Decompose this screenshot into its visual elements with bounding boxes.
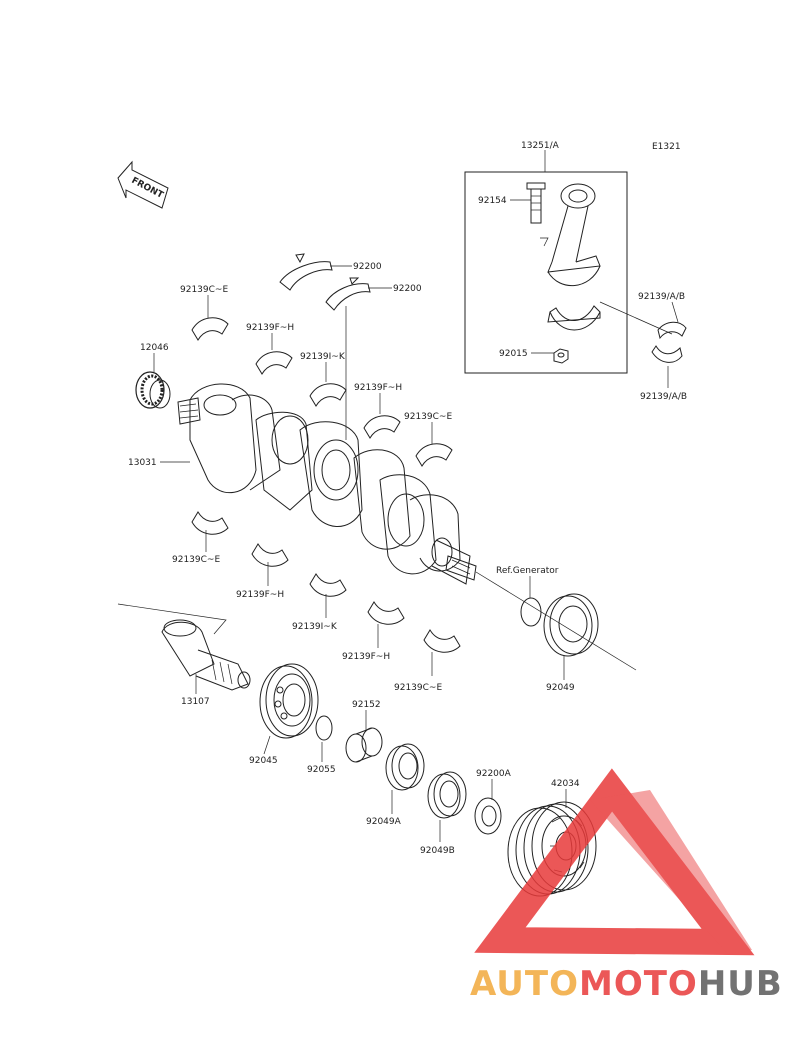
connecting-rod-cap xyxy=(547,305,601,331)
generator-o-ring xyxy=(520,597,542,627)
label-92139fh-3: 92139F~H xyxy=(236,590,284,600)
thrust-washer-1 xyxy=(279,253,333,291)
label-92200a: 92200A xyxy=(476,769,512,779)
label-42034: 42034 xyxy=(551,779,580,789)
big-end-bearing-lower xyxy=(651,345,683,363)
label-92049b: 92049B xyxy=(420,846,455,856)
main-bearing-lower-4 xyxy=(367,601,405,625)
collar-92152 xyxy=(345,727,383,763)
main-bearing-lower-5 xyxy=(423,629,461,653)
label-92139ce-3: 92139C~E xyxy=(172,555,220,565)
oil-seal-92049a xyxy=(385,743,425,791)
crankshaft-gear xyxy=(135,371,171,409)
logo-text-auto: AUTO xyxy=(470,964,579,1004)
label-92139fh-2: 92139F~H xyxy=(354,383,402,393)
oil-seal-92049b xyxy=(427,771,467,819)
label-92049a: 92049A xyxy=(366,817,402,827)
main-bearing-upper-2 xyxy=(255,351,293,375)
label-ref-generator: Ref.Generator xyxy=(496,566,559,576)
label-12046: 12046 xyxy=(140,343,169,353)
label-92045: 92045 xyxy=(249,756,278,766)
main-bearing-upper-1 xyxy=(191,317,229,341)
label-92139ik-2: 92139I~K xyxy=(292,622,338,632)
label-92139ce-2: 92139C~E xyxy=(404,412,452,422)
logo-text-hub: HUB xyxy=(698,964,783,1004)
label-92139ik-1: 92139I~K xyxy=(300,352,346,362)
svg-text:AUTOMOTOHUB: AUTOMOTOHUB xyxy=(470,964,783,1004)
o-ring-92055 xyxy=(315,715,333,741)
label-92200-a: 92200 xyxy=(353,262,382,272)
connecting-rod-bolt xyxy=(526,182,546,224)
main-bearing-lower-1 xyxy=(191,511,229,535)
label-92049: 92049 xyxy=(546,683,575,693)
logo-text-moto: MOTO xyxy=(579,964,698,1004)
label-92139ce-1: 92139C~E xyxy=(180,285,228,295)
label-92139fh-1: 92139F~H xyxy=(246,323,294,333)
oil-seal-92049 xyxy=(543,593,599,657)
label-92152: 92152 xyxy=(352,700,381,710)
washer-92200a xyxy=(474,797,502,835)
big-end-bearing-upper xyxy=(657,321,687,340)
main-bearing-upper-5 xyxy=(415,443,453,467)
label-92139ab-top: 92139/A/B xyxy=(638,292,685,302)
label-13107: 13107 xyxy=(181,697,210,707)
crankshaft xyxy=(177,383,477,585)
label-92200-b: 92200 xyxy=(393,284,422,294)
front-arrow-icon: FRONT xyxy=(117,160,169,209)
thrust-washer-2 xyxy=(325,277,371,311)
balancer-shaft xyxy=(161,619,251,691)
label-92154: 92154 xyxy=(478,196,507,206)
label-13031: 13031 xyxy=(128,458,157,468)
connecting-rod-nut xyxy=(553,348,569,364)
label-92015: 92015 xyxy=(499,349,528,359)
main-bearing-lower-2 xyxy=(251,543,289,567)
connecting-rod-group-box xyxy=(464,171,628,374)
main-bearing-lower-3 xyxy=(309,573,347,597)
label-92139ce-4: 92139C~E xyxy=(394,683,442,693)
figure-code: E1321 xyxy=(652,142,681,152)
label-13251: 13251/A xyxy=(521,141,560,151)
connecting-rod xyxy=(540,183,601,287)
main-bearing-upper-4 xyxy=(363,415,401,439)
automotohub-logo: AUTOMOTOHUB xyxy=(470,768,783,1004)
label-92139fh-4: 92139F~H xyxy=(342,652,390,662)
ball-bearing-92045 xyxy=(259,663,319,739)
main-bearing-upper-3 xyxy=(309,383,347,407)
label-92055: 92055 xyxy=(307,765,336,775)
label-92139ab-bottom: 92139/A/B xyxy=(640,392,687,402)
